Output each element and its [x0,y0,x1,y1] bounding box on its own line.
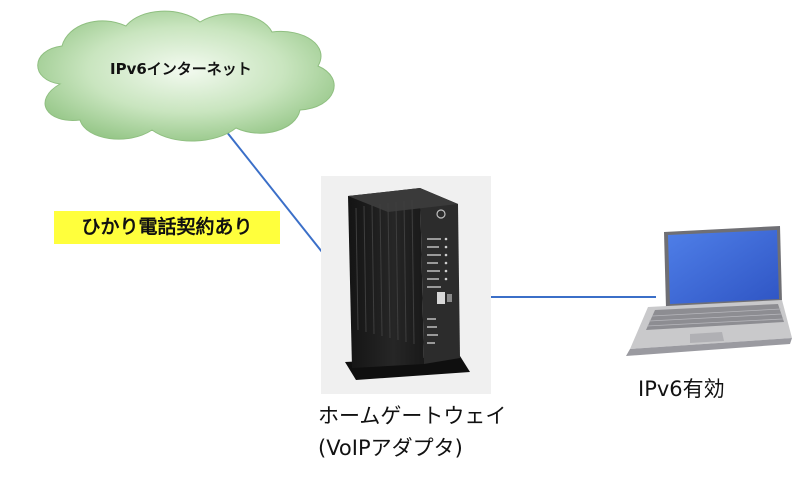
contract-badge: ひかり電話契約あり [54,211,280,244]
home-gateway-device [345,188,470,380]
laptop-label: IPv6有効 [638,377,725,401]
gateway-label: ホームゲートウェイ (VoIPアダプタ) [318,400,506,464]
gateway-label-line2: (VoIPアダプタ) [318,436,463,460]
link-cloud-to-gateway [221,125,331,263]
gateway-label-line1: ホームゲートウェイ [318,404,507,428]
internet-cloud [37,10,335,142]
laptop-device [626,226,792,356]
cloud-label: IPv6インターネット [110,60,252,78]
